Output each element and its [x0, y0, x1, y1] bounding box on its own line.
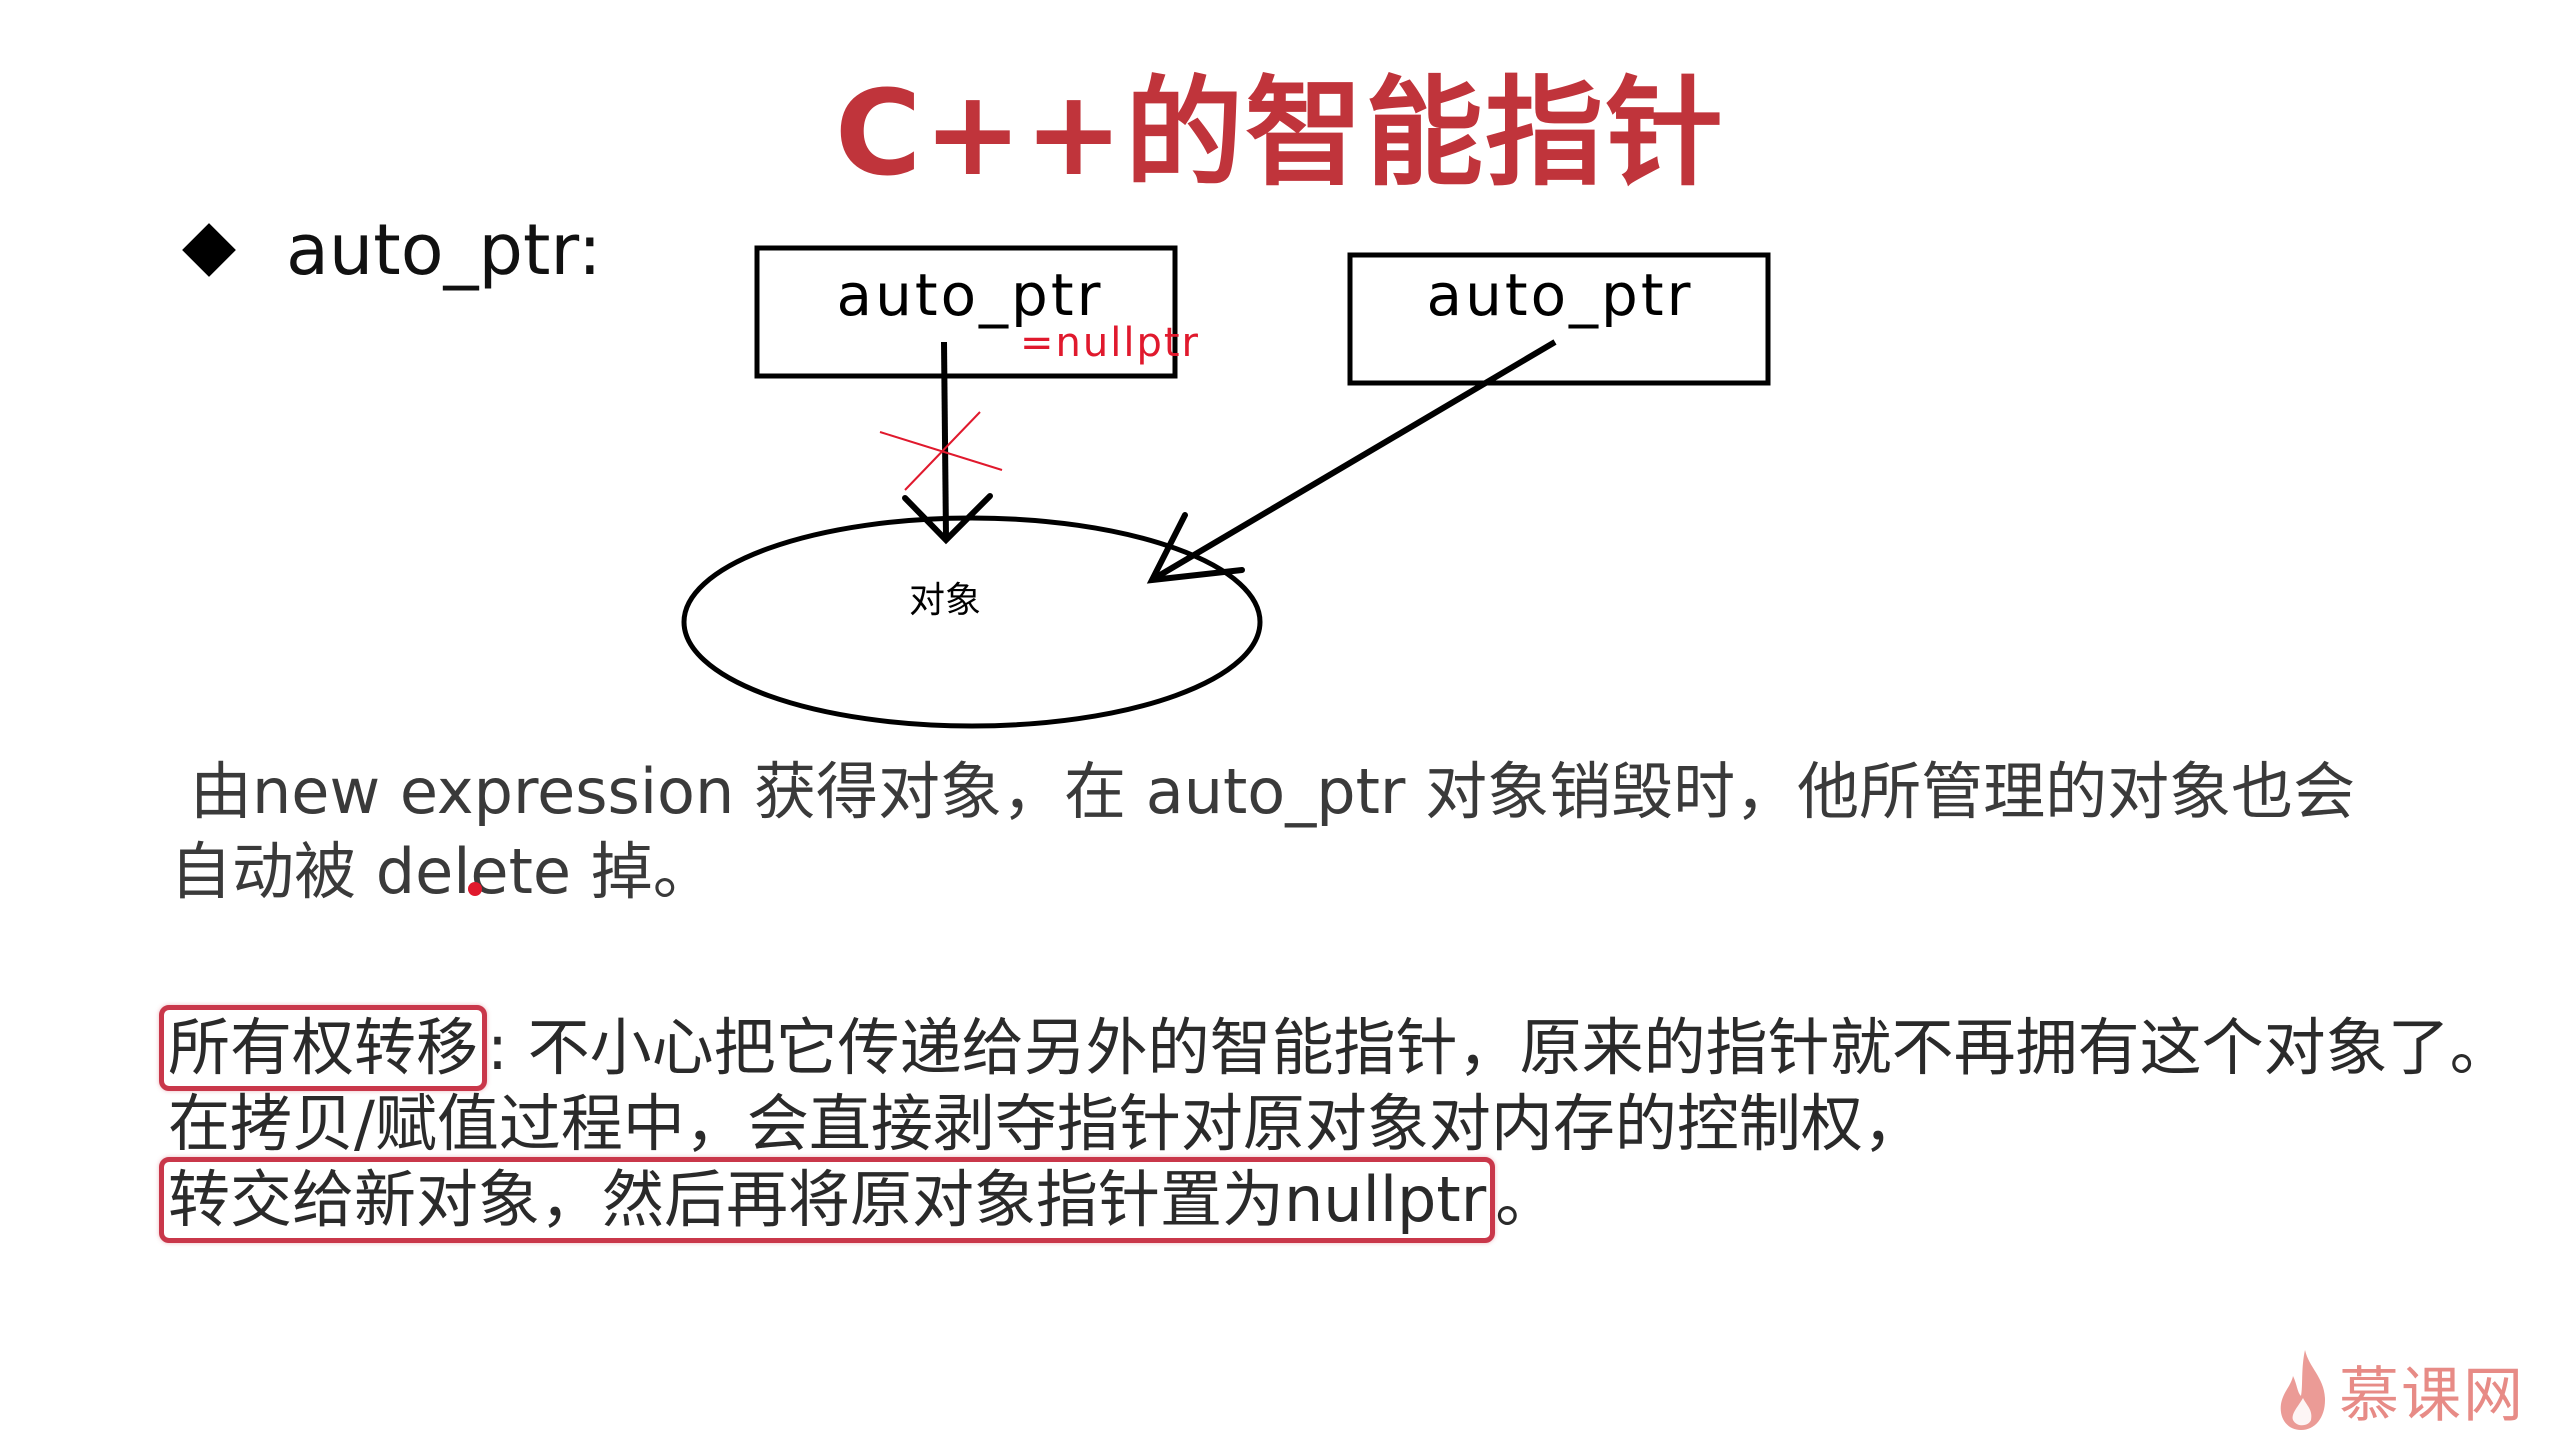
- ownership-line-3: 转交给新对象，然后再将原对象指针置为nullptr。: [159, 1157, 2512, 1243]
- bullet-text: auto_ptr:: [286, 209, 602, 291]
- bullet-item: auto_ptr:: [180, 200, 602, 300]
- ownership-transfer-highlight: 所有权转移: [159, 1005, 488, 1091]
- imooc-logo: 慕课网: [2275, 1340, 2555, 1440]
- description-paragraph: 由new expression 获得对象，在 auto_ptr 对象销毁时，他所…: [170, 752, 2356, 912]
- ownership-line-2: 在拷贝/赋值过程中，会直接剥夺指针对原对象对内存的控制权，: [168, 1087, 1925, 1160]
- ownership-line-1-text: : 不小心把它传递给另外的智能指针，原来的指针就不再拥有这个对象了。: [487, 1011, 2512, 1084]
- watermark-text: 慕课网: [2339, 1360, 2525, 1431]
- ownership-paragraph: 所有权转移: 不小心把它传递给另外的智能指针，原来的指针就不再拥有这个对象了。 …: [159, 1005, 2512, 1243]
- right-pointer-arrow: [1146, 339, 1557, 584]
- slide-title: C++的智能指针: [834, 64, 1726, 202]
- object-label: 对象: [909, 580, 981, 621]
- right-auto-ptr-box: [1347, 252, 1771, 386]
- nullptr-annotation: =nullptr: [1020, 320, 1200, 366]
- right-auto-ptr-label: auto_ptr: [1427, 261, 1694, 329]
- left-auto-ptr-box: [754, 245, 1178, 379]
- diamond-bullet-icon: [182, 223, 236, 277]
- cross-mark-icon: [879, 411, 1003, 491]
- left-pointer-arrow: [902, 341, 993, 545]
- flame-icon: [2280, 1350, 2325, 1430]
- ownership-line-1: 所有权转移: 不小心把它传递给另外的智能指针，原来的指针就不再拥有这个对象了。: [159, 1005, 2512, 1091]
- description-line-2: 自动被 delete 掉。: [170, 835, 715, 908]
- pointer-dot: [468, 882, 482, 896]
- left-auto-ptr-label: auto_ptr: [837, 261, 1104, 329]
- nullptr-transfer-highlight: 转交给新对象，然后再将原对象指针置为nullptr: [159, 1157, 1496, 1243]
- object-ellipse: [681, 515, 1263, 729]
- description-line-1: 由new expression 获得对象，在 auto_ptr 对象销毁时，他所…: [190, 755, 2356, 828]
- ownership-line-3-end: 。: [1495, 1163, 1558, 1236]
